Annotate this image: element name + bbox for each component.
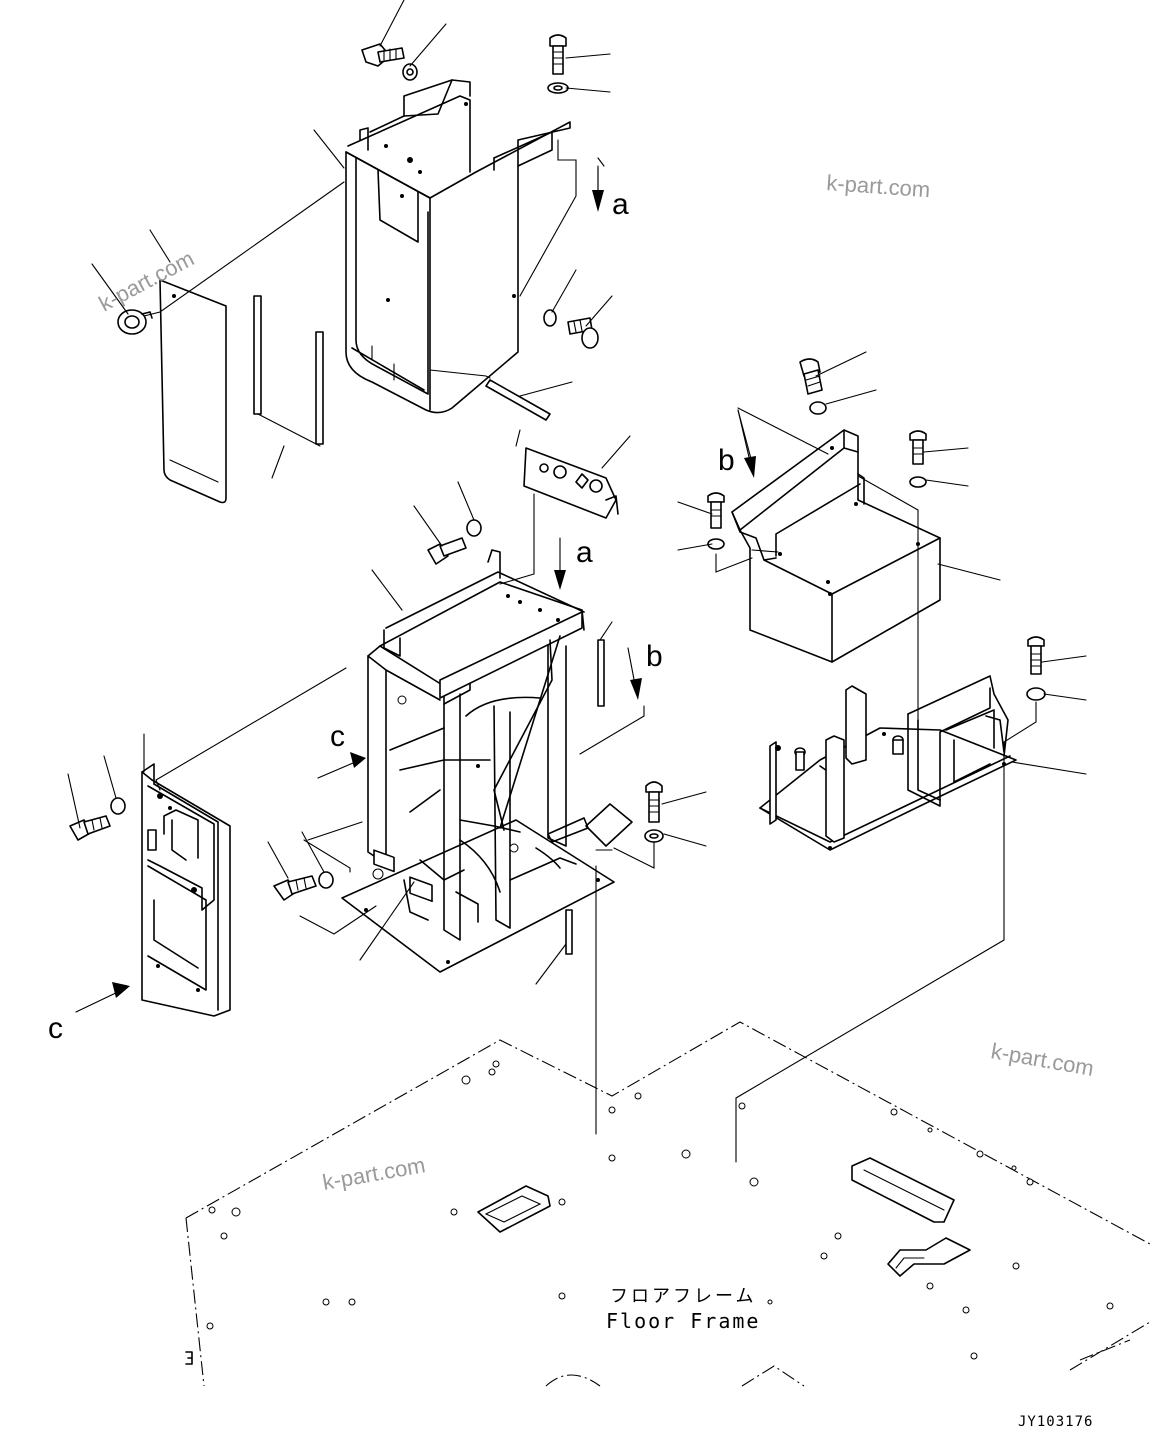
bolt-left-panel xyxy=(69,797,126,841)
leader-lines xyxy=(67,0,1087,1163)
upper-cover xyxy=(345,79,571,414)
right-box-cover xyxy=(731,429,941,663)
bolt-box-top xyxy=(799,358,827,415)
bolt-center-right xyxy=(644,781,664,843)
bolt-box-right xyxy=(909,430,927,488)
washer-top-left xyxy=(402,63,418,81)
view-label-group: a a b b c c xyxy=(48,188,735,1045)
floor-frame-holes xyxy=(206,1060,1114,1360)
small-plate xyxy=(547,803,633,847)
bolt-top-right xyxy=(549,34,567,75)
view-label-c-left: c xyxy=(48,1012,63,1045)
bolt-center-lower xyxy=(273,871,334,901)
floor-frame-label-jp: フロアフレーム xyxy=(610,1286,756,1307)
bolt-right-cover xyxy=(567,317,599,349)
washer-top-right xyxy=(547,82,569,94)
watermark-top-right: k-part.com xyxy=(826,170,931,202)
right-base-bracket xyxy=(759,675,1017,851)
drawing-code: JY103176 xyxy=(1018,1414,1093,1430)
view-label-b-center: b xyxy=(646,640,663,673)
view-label-b-right: b xyxy=(718,444,735,477)
view-label-c-center: c xyxy=(330,720,345,753)
center-stand-frame xyxy=(341,549,615,973)
watermark-center: k-part.com xyxy=(321,1152,428,1195)
bolt-top-left xyxy=(361,43,405,67)
pin-strip xyxy=(565,909,573,955)
view-arrows xyxy=(75,167,756,1013)
side-panel xyxy=(159,279,227,504)
hole-bracket xyxy=(523,447,619,519)
bolt-center-top xyxy=(427,519,482,565)
watermark-right: k-part.com xyxy=(989,1038,1096,1081)
bolt-base-right xyxy=(1026,636,1046,701)
floor-frame xyxy=(185,1021,1151,1387)
knob-fastener xyxy=(117,309,153,335)
washer-right-cover xyxy=(543,309,557,327)
watermarks: k-part.com k-part.com k-part.com k-part.… xyxy=(95,170,1096,1195)
view-label-a-center: a xyxy=(576,536,593,569)
view-label-a-top: a xyxy=(612,188,629,221)
bolt-box-left xyxy=(707,492,725,550)
left-bracket-panel xyxy=(141,763,231,1017)
seal-strips xyxy=(253,295,551,447)
floor-frame-label-en: Floor Frame xyxy=(606,1309,760,1333)
